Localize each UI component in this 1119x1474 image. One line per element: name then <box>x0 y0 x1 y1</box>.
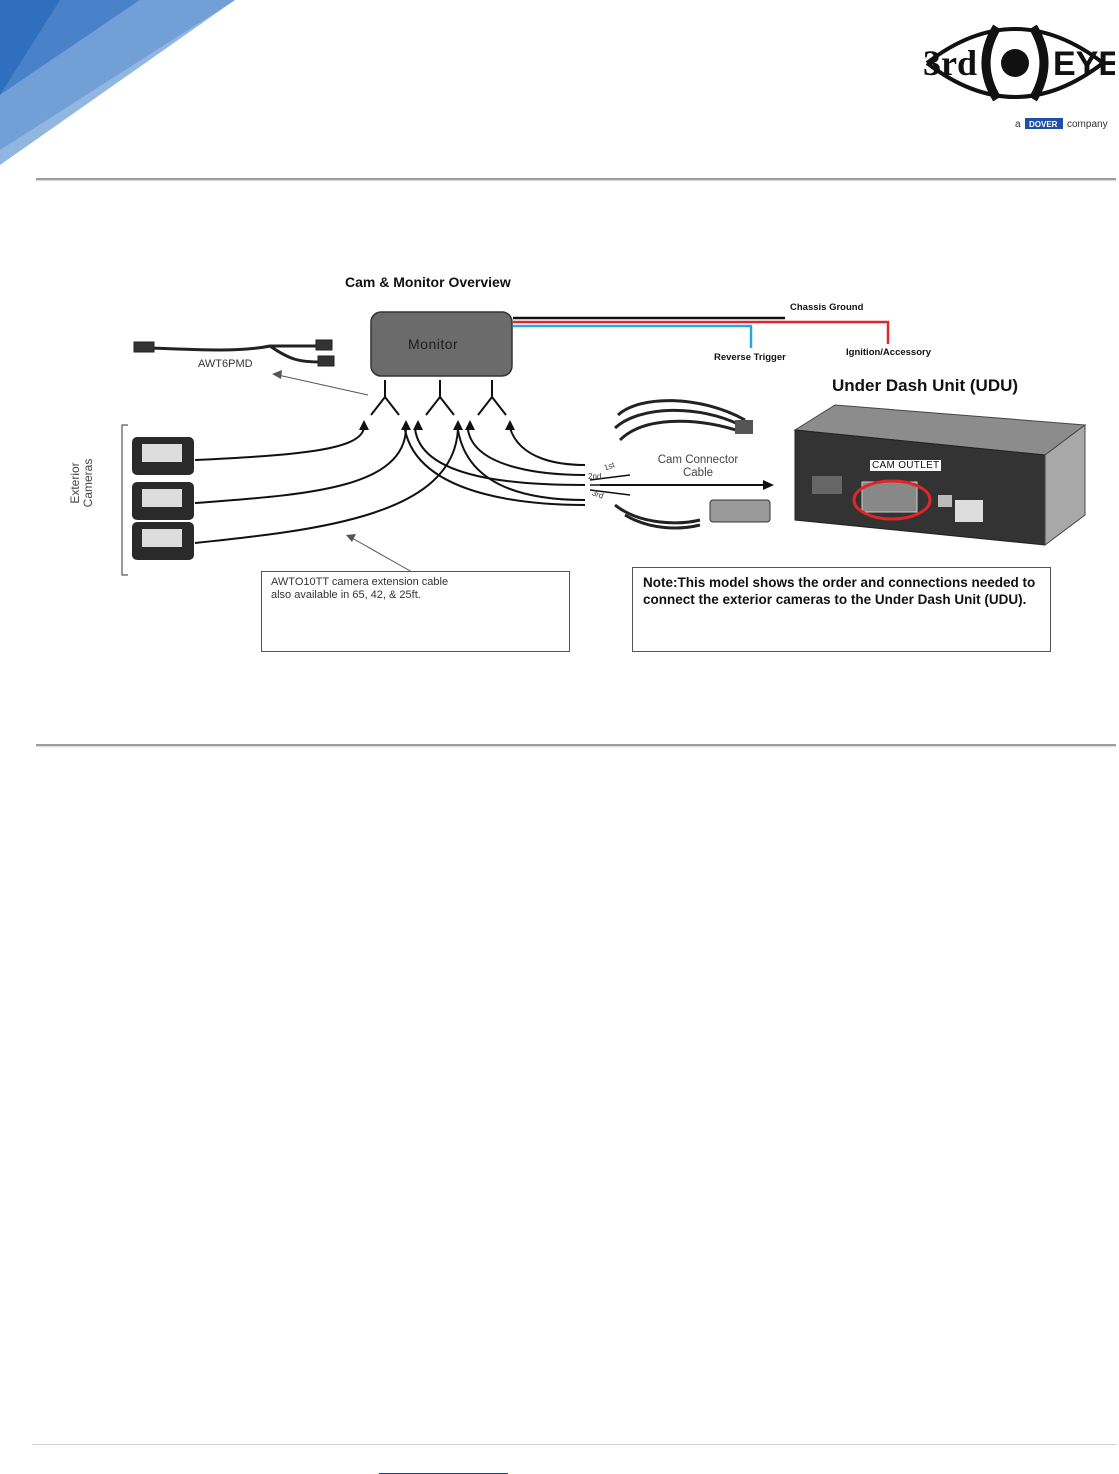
chassis-ground-label: Chassis Ground <box>790 302 864 313</box>
note-box <box>632 567 1051 652</box>
footer-rule <box>32 1444 1116 1445</box>
port-2-label: 2nd <box>588 472 602 481</box>
udu-title: Under Dash Unit (UDU) <box>832 376 1019 395</box>
svg-text:a: a <box>1015 119 1021 130</box>
monitor-y-connectors <box>370 380 507 416</box>
note-text: Note:This model shows the order and conn… <box>643 575 1036 607</box>
section-rule <box>36 744 1116 746</box>
svg-text:EYE: EYE <box>1053 45 1115 83</box>
svg-text:3rd: 3rd <box>923 43 977 83</box>
reverse-trigger-wire <box>513 324 753 348</box>
cam-outlet-label: CAM OUTLET <box>870 460 942 471</box>
monitor-label: Monitor <box>408 336 459 352</box>
cam-connector-cable <box>613 399 746 530</box>
udu-unit <box>793 404 1087 546</box>
cam-outlet-highlight <box>852 479 932 521</box>
exterior-cameras-label: Exterior Cameras <box>68 458 95 508</box>
ignition-wire <box>513 320 890 344</box>
camera-bracket <box>121 424 128 576</box>
ignition-label: Ignition/Accessory <box>846 347 931 358</box>
awt6pmd-label: AWT6PMD <box>198 358 253 370</box>
svg-text:company: company <box>1067 119 1108 130</box>
diagram-title: Cam & Monitor Overview <box>345 274 511 290</box>
reverse-trigger-label: Reverse Trigger <box>714 352 786 363</box>
monitor-box <box>370 311 513 377</box>
extension-cable-text: AWTO10TT camera extension cable also ava… <box>271 576 449 601</box>
cable-arrowheads <box>359 420 515 430</box>
corner-decoration <box>0 0 235 165</box>
camera-cables <box>194 427 586 544</box>
extension-cable-box <box>261 571 570 652</box>
exterior-camera-units <box>132 437 194 560</box>
cam-connector-label: Cam Connector Cable <box>657 454 739 479</box>
brand-logo: 3rd EYE a DOVER company <box>923 24 1115 130</box>
awt6pmd-pointer <box>277 374 369 396</box>
svg-text:DOVER: DOVER <box>1029 120 1058 129</box>
awt6pmd-cable <box>133 339 335 367</box>
header-rule <box>36 178 1116 180</box>
